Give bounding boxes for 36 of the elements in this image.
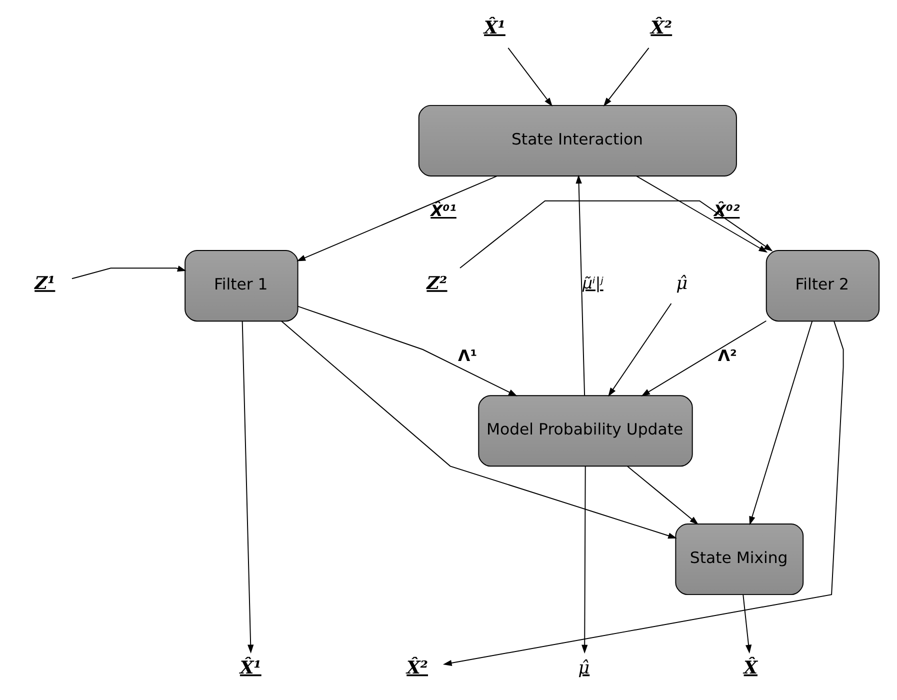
node-box: State Interaction (418, 104, 736, 176)
arrow (640, 320, 766, 396)
node-box: Filter 1 (184, 250, 298, 322)
edge-label: Λ¹ (458, 346, 477, 366)
node-box: Model Probability Update (478, 395, 692, 467)
node-text: μ̂ (676, 274, 688, 294)
arrow (296, 306, 517, 396)
edge-label: μ̃ⁱ|ʲ (582, 274, 603, 293)
node-text: X̂¹ (484, 17, 505, 38)
arrow (280, 320, 676, 539)
arrow (636, 176, 768, 253)
node-text: Z¹ (34, 273, 55, 294)
node-box: State Mixing (674, 524, 804, 596)
edge-label: X̂⁰² (713, 201, 740, 220)
node-text: X̂¹ (239, 657, 261, 678)
node-box: Filter 2 (765, 250, 880, 322)
edge-label: X̂⁰¹ (430, 201, 456, 220)
node-text: X̂² (406, 657, 428, 678)
edge-label: Λ² (717, 346, 736, 366)
arrow (742, 594, 752, 654)
arrow (507, 47, 552, 106)
arrow (602, 47, 649, 106)
node-text: μ̂ (578, 658, 590, 678)
node-text: X̂² (650, 17, 672, 38)
arrow (626, 466, 698, 525)
arrow (575, 174, 585, 396)
arrow (581, 466, 588, 654)
node-text: X̂ (743, 657, 757, 678)
arrow (459, 200, 772, 268)
arrow (748, 320, 812, 526)
arrow (241, 320, 254, 654)
arrow (70, 266, 186, 280)
node-text: Z² (426, 273, 447, 294)
arrow (296, 176, 497, 262)
arrow (442, 320, 844, 666)
arrow (608, 302, 672, 397)
